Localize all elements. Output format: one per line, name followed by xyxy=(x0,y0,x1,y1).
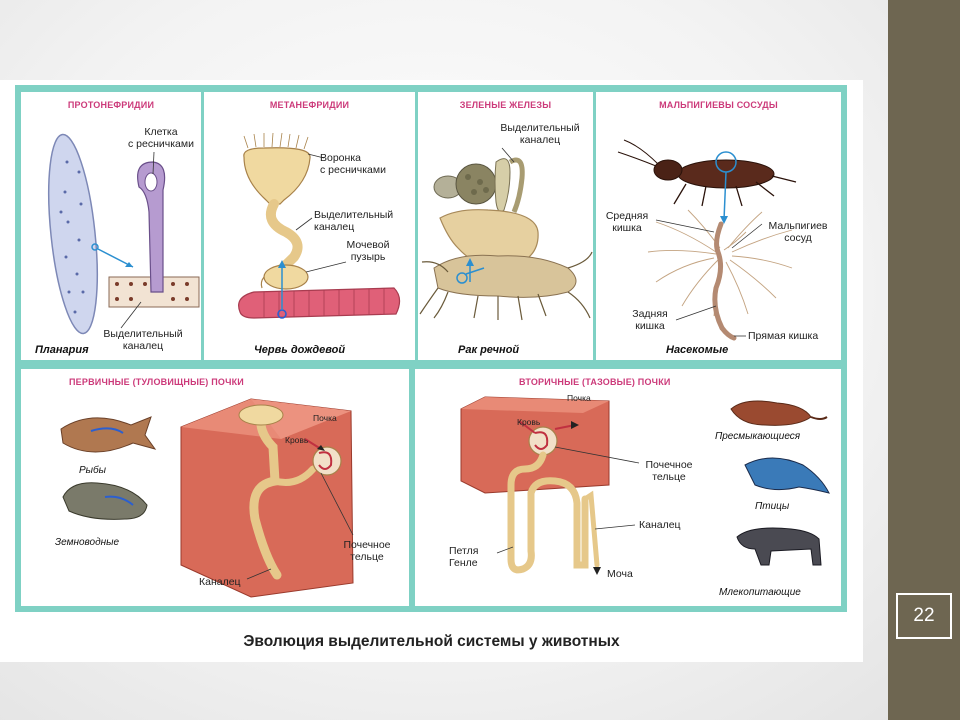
hindgut-label: Задняя кишка xyxy=(632,308,668,332)
diagram-frame: ПРОТОНЕФРИДИИ xyxy=(15,85,847,612)
panel-protonephridia: ПРОТОНЕФРИДИИ xyxy=(21,92,201,360)
panel-secondary-kidney: ВТОРИЧНЫЕ (ТАЗОВЫЕ) ПОЧКИ П xyxy=(415,369,841,606)
diagram-figure: ПРОТОНЕФРИДИИ xyxy=(0,80,863,662)
protonephridia-illustration xyxy=(48,133,200,335)
panel-malpighian: МАЛЬПИГИЕВЫ СОСУДЫ xyxy=(596,92,841,360)
panel-metanephridia: МЕТАНЕФРИДИИ xyxy=(204,92,415,360)
corpuscle-label: Почечное тельце xyxy=(343,539,391,563)
blood-label: Кровь xyxy=(517,417,541,427)
corpuscle-label: Почечное тельце xyxy=(645,459,693,483)
panel-title: МЕТАНЕФРИДИИ xyxy=(269,100,350,110)
bladder-label: Мочевой пузырь xyxy=(346,239,390,263)
canal-label: Выделительный каналец xyxy=(314,209,394,233)
canal-label: Выделительный каналец xyxy=(103,328,183,352)
panel-primary-kidney: ПЕРВИЧНЫЕ (ТУЛОВИЩНЫЕ) ПОЧКИ Почка xyxy=(21,369,409,606)
midgut-label: Средняя кишка xyxy=(605,210,649,234)
panel-title: ЗЕЛЕНЫЕ ЖЕЛЕЗЫ xyxy=(459,100,552,110)
birds-label: Птицы xyxy=(755,501,790,512)
primary-kidney-illustration xyxy=(60,398,354,598)
kidney-label: Почка xyxy=(567,393,591,403)
metanephridia-illustration xyxy=(238,132,401,319)
cell-label: Клетка с ресничками xyxy=(128,126,194,150)
organism-label: Червь дождевой xyxy=(254,344,346,356)
green-glands-illustration xyxy=(419,147,593,321)
mammals-label: Млекопитающие xyxy=(719,587,801,598)
amphibians-label: Земноводные xyxy=(55,537,120,548)
panel-title: МАЛЬПИГИЕВЫ СОСУДЫ xyxy=(659,100,778,110)
organism-label: Насекомые xyxy=(666,344,729,356)
fish-label: Рыбы xyxy=(79,465,107,476)
canal-label: Выделительный каналец xyxy=(500,122,580,146)
slide-sidebar xyxy=(888,0,960,720)
slide-number: 22 xyxy=(896,593,952,639)
rectum-label: Прямая кишка xyxy=(748,330,819,342)
canal-label: Каналец xyxy=(199,576,241,588)
kidney-label: Почка xyxy=(313,413,337,423)
urine-label: Моча xyxy=(607,568,633,580)
panel-green-glands: ЗЕЛЕНЫЕ ЖЕЛЕЗЫ xyxy=(418,92,593,360)
blood-label: Кровь xyxy=(285,435,309,445)
funnel-label: Воронка с ресничками xyxy=(320,152,386,176)
organism-label: Планария xyxy=(35,344,89,356)
secondary-kidney-illustration xyxy=(460,396,830,575)
loop-label: Петля Генле xyxy=(449,545,479,569)
malpighian-illustration xyxy=(617,139,797,341)
diagram-caption: Эволюция выделительной системы у животны… xyxy=(243,633,620,650)
reptiles-label: Пресмыкающиеся xyxy=(715,431,801,442)
canal-label: Каналец xyxy=(639,519,681,531)
organism-label: Рак речной xyxy=(458,344,520,356)
panel-title: ПЕРВИЧНЫЕ (ТУЛОВИЩНЫЕ) ПОЧКИ xyxy=(69,377,244,387)
panel-title: ПРОТОНЕФРИДИИ xyxy=(67,100,155,110)
panel-title: ВТОРИЧНЫЕ (ТАЗОВЫЕ) ПОЧКИ xyxy=(519,377,671,387)
vessel-label: Мальпигиев сосуд xyxy=(768,220,828,244)
